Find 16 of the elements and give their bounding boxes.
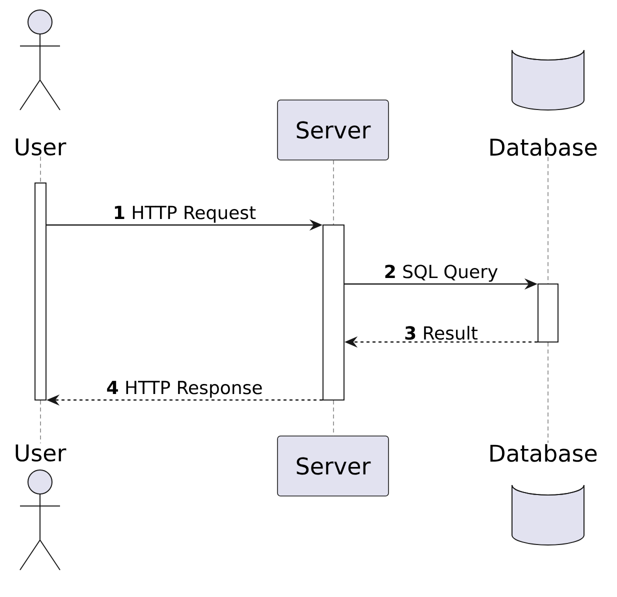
activation-bar	[34, 182, 46, 400]
participant-label: User	[16, 444, 66, 462]
lifeline	[40, 156, 41, 183]
edge-label: 1 HTTP Request	[114, 206, 256, 223]
lifeline	[333, 160, 334, 225]
lifeline	[40, 400, 41, 444]
activation-bar	[538, 284, 558, 342]
participant-label: Database	[490, 138, 597, 156]
edge-label: 3 Result	[405, 326, 478, 340]
participant-label: Database	[490, 444, 597, 462]
participant-box: Server	[277, 100, 389, 160]
participant-box: Server	[277, 436, 389, 496]
edge-label: 4 HTTP Response	[107, 380, 262, 398]
edge-label: 2 SQL Query	[385, 264, 498, 282]
activation-bar	[322, 224, 344, 400]
participant-label: User	[16, 138, 66, 156]
